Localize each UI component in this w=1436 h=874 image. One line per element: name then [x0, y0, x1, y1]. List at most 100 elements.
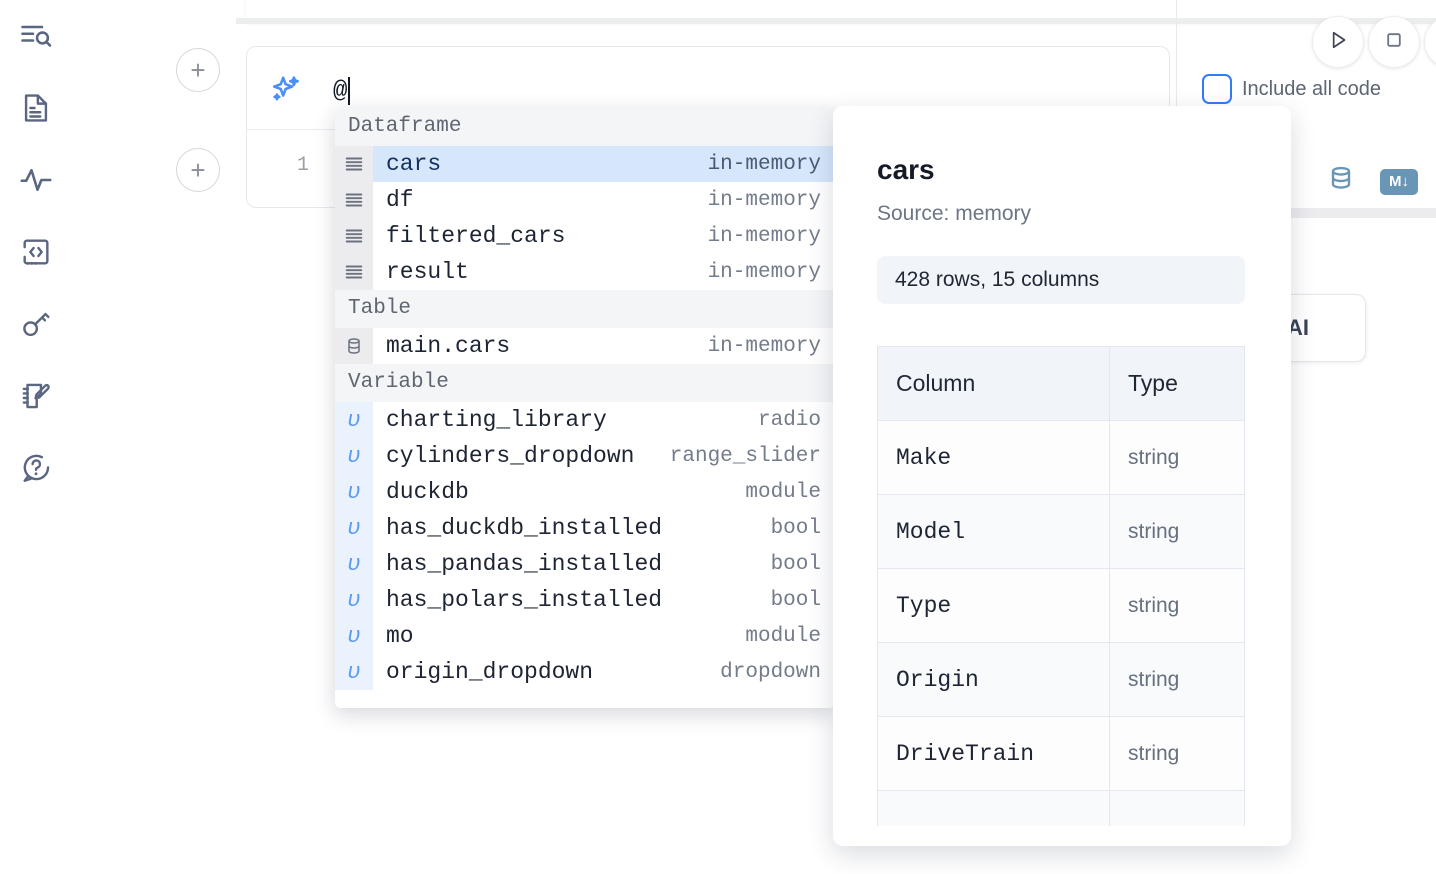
autocomplete-item-type: in-memory — [707, 188, 821, 212]
autocomplete-item-name: duckdb — [386, 479, 469, 505]
autocomplete-item-name: has_polars_installed — [386, 587, 663, 613]
autocomplete-item-type: in-memory — [707, 260, 821, 284]
left-icon-rail — [0, 0, 72, 874]
toolbar-divider — [1176, 208, 1436, 218]
autocomplete-item-type: radio — [757, 408, 821, 432]
schema-row-clipped — [877, 790, 1245, 826]
variable-upsilon-icon: υ — [335, 618, 373, 654]
autocomplete-item-type: bool — [770, 588, 821, 612]
notebook-shell-strip — [236, 18, 1436, 24]
include-all-code-checkbox[interactable] — [1202, 74, 1232, 104]
sparkle-ai-icon — [269, 73, 303, 107]
schema-column-name: Origin — [877, 642, 1109, 716]
variable-upsilon-icon: υ — [335, 546, 373, 582]
schema-column-name: Model — [877, 494, 1109, 568]
run-cell-button[interactable] — [1312, 16, 1364, 68]
schema-cell-clipped — [1109, 790, 1245, 826]
schema-header-cell: Column — [877, 346, 1109, 420]
autocomplete-item-type: range_slider — [669, 444, 821, 468]
help-chat-icon[interactable] — [14, 446, 58, 490]
autocomplete-item-name: cylinders_dropdown — [386, 443, 635, 469]
schema-column-type: string — [1109, 568, 1245, 642]
dataframe-lines-icon — [335, 146, 373, 182]
notebook-edit-icon[interactable] — [14, 374, 58, 418]
ai-prompt-input[interactable]: @ — [333, 71, 1155, 111]
add-cell-button-top[interactable]: + — [176, 48, 220, 92]
stop-cell-button[interactable] — [1368, 16, 1420, 68]
autocomplete-item-type: bool — [770, 516, 821, 540]
autocomplete-item[interactable]: υ origin_dropdown dropdown — [335, 654, 835, 690]
autocomplete-item-type: in-memory — [707, 224, 821, 248]
autocomplete-item[interactable]: υ has_pandas_installed bool — [335, 546, 835, 582]
ai-prompt-value: @ — [333, 77, 348, 105]
explore-search-icon[interactable] — [14, 14, 58, 58]
schema-header-cell: Type — [1109, 346, 1245, 420]
autocomplete-item-type: module — [745, 624, 821, 648]
autocomplete-section-header: Table — [335, 290, 835, 328]
variable-upsilon-icon: υ — [335, 402, 373, 438]
variable-upsilon-icon: υ — [335, 654, 373, 690]
autocomplete-item-name: df — [386, 187, 414, 213]
autocomplete-item-type: bool — [770, 552, 821, 576]
add-cell-plus-icon: + — [190, 55, 206, 85]
schema-column-type: string — [1109, 642, 1245, 716]
autocomplete-item[interactable]: result in-memory — [335, 254, 835, 290]
autocomplete-item-type: in-memory — [707, 152, 821, 176]
schema-column-name: Make — [877, 420, 1109, 494]
autocomplete-item-name: origin_dropdown — [386, 659, 594, 685]
line-number: 1 — [296, 154, 309, 177]
dataframe-lines-icon — [335, 182, 373, 218]
schema-column-type: string — [1109, 420, 1245, 494]
autocomplete-item-name: result — [386, 259, 469, 285]
dataframe-lines-icon — [335, 218, 373, 254]
play-triangle-icon — [1325, 27, 1351, 58]
dataframe-detail-panel: cars Source: memory 428 rows, 15 columns… — [833, 106, 1291, 846]
code-brackets-icon[interactable] — [14, 230, 58, 274]
variable-upsilon-icon: υ — [335, 474, 373, 510]
key-icon[interactable] — [14, 302, 58, 346]
autocomplete-item[interactable]: df in-memory — [335, 182, 835, 218]
include-all-code-row[interactable]: Include all code — [1202, 74, 1381, 104]
autocomplete-item-type: module — [745, 480, 821, 504]
markdown-badge-text: M — [1389, 173, 1402, 190]
variable-upsilon-icon: υ — [335, 510, 373, 546]
autocomplete-item-name: has_pandas_installed — [386, 551, 663, 577]
file-document-icon[interactable] — [14, 86, 58, 130]
schema-column-name: DriveTrain — [877, 716, 1109, 790]
autocomplete-item-name: main.cars — [386, 333, 511, 359]
table-database-icon — [335, 328, 373, 364]
autocomplete-item-type: dropdown — [720, 660, 821, 684]
cell-output-toolbar: M↓ — [1326, 164, 1418, 199]
include-all-code-label: Include all code — [1242, 77, 1381, 100]
autocomplete-item-name: mo — [386, 623, 414, 649]
detail-shape-badge: 428 rows, 15 columns — [877, 256, 1245, 304]
detail-source: Source: memory — [877, 202, 1032, 225]
add-cell-button-bottom[interactable]: + — [176, 148, 220, 192]
activity-pulse-icon[interactable] — [14, 158, 58, 202]
schema-cell-clipped — [877, 790, 1109, 826]
markdown-down-icon[interactable]: M↓ — [1380, 168, 1418, 195]
schema-column-name: Type — [877, 568, 1109, 642]
detail-title: cars — [877, 154, 935, 185]
database-icon[interactable] — [1326, 164, 1356, 199]
